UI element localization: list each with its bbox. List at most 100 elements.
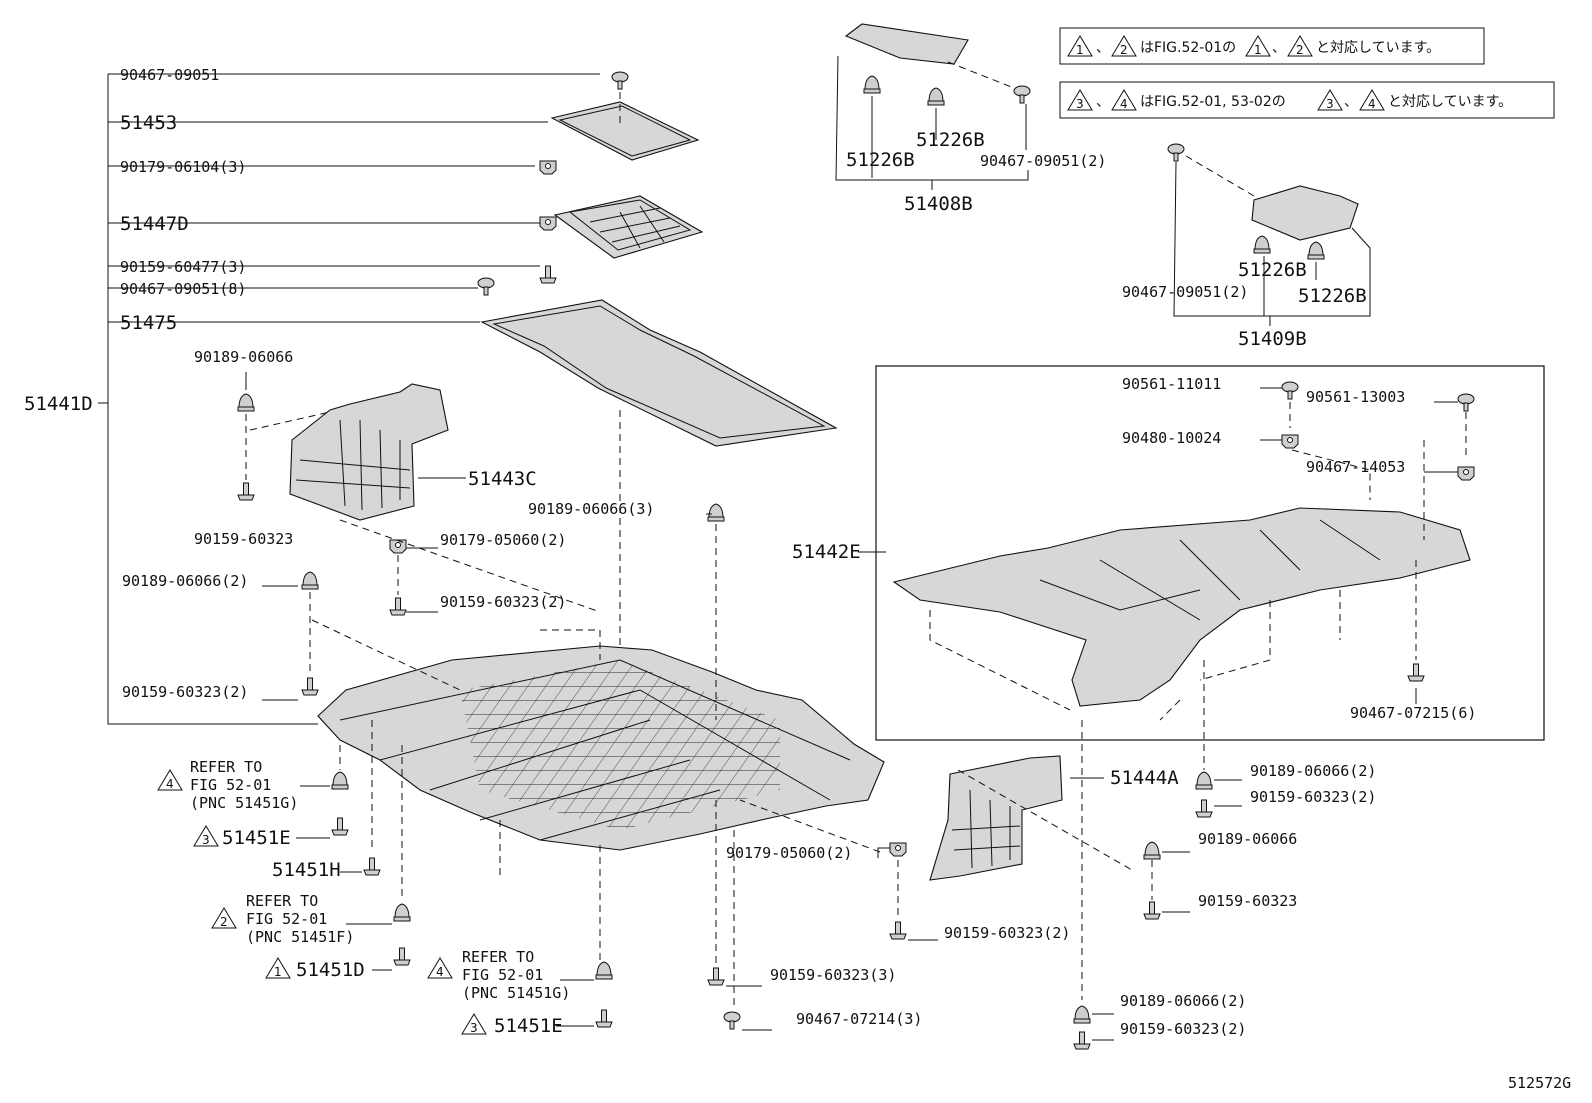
label-51226B-d: 51226B (1298, 285, 1367, 307)
label-51226B-a: 51226B (846, 149, 915, 171)
label-51444A: 51444A (1110, 767, 1179, 789)
label-90189-06066-2a: 90189-06066(2) (122, 572, 248, 590)
svg-text:3: 3 (1326, 97, 1334, 111)
label-refer2-3: (PNC 51451F) (246, 928, 354, 946)
label-refer4a-1: REFER TO (190, 758, 262, 776)
label-51226B-c: 51226B (1238, 259, 1307, 281)
label-51442E: 51442E (792, 541, 861, 563)
label-51451E-b: 51451E (494, 1015, 563, 1037)
label-51409B: 51409B (1238, 328, 1307, 350)
note-box-1: 1 、 2 はFIG.52-01の 1 、 2 と対応しています。 (1059, 27, 1485, 65)
label-90189-06066-2b: 90189-06066(2) (1250, 762, 1376, 780)
label-90189-06066-2c: 90189-06066(2) (1120, 992, 1246, 1010)
triangle-4-icon: 4 (427, 957, 453, 979)
part-labels: 90467-09051 51453 90179-06104(3) 51447D … (24, 66, 1476, 1038)
label-90179-05060-a: 90179-05060(2) (440, 531, 566, 549)
label-90189-06066-b: 90189-06066 (1198, 830, 1297, 848)
part-51443C-shield (237, 383, 601, 616)
svg-text:4: 4 (166, 777, 174, 791)
svg-text:と対応しています。: と対応しています。 (1388, 94, 1512, 110)
label-51408B: 51408B (904, 193, 973, 215)
label-90467-09051-2b: 90467-09051(2) (1122, 283, 1248, 301)
triangle-3-icon: 3 (193, 825, 219, 847)
label-51475: 51475 (120, 312, 177, 334)
label-90159-60323-2d: 90159-60323(2) (944, 924, 1070, 942)
triangle-2-icon: 2 (211, 907, 237, 929)
part-51409B-cover (1167, 143, 1371, 326)
triangle-1-icon: 1 (265, 957, 291, 979)
label-90467-07215: 90467-07215(6) (1350, 704, 1476, 722)
svg-text:1: 1 (1076, 43, 1084, 57)
label-90467-09051-2a: 90467-09051(2) (980, 152, 1106, 170)
label-51441D: 51441D (24, 393, 93, 415)
svg-text:1: 1 (1254, 43, 1262, 57)
label-90467-07214: 90467-07214(3) (796, 1010, 922, 1028)
right-bottom-fasteners (1073, 660, 1213, 1050)
label-refer4b-2: FIG 52-01 (462, 966, 543, 984)
svg-text:2: 2 (1120, 43, 1128, 57)
label-51447D: 51447D (120, 213, 189, 235)
label-90179-06104: 90179-06104(3) (120, 158, 246, 176)
svg-text:はFIG.52-01, 53-02の: はFIG.52-01, 53-02の (1140, 94, 1286, 110)
label-90159-60323-b: 90159-60323 (1198, 892, 1297, 910)
reference-triangles: 4 3 2 1 4 3 (157, 769, 487, 1035)
assembly-bracket-51441D (98, 73, 600, 725)
svg-text:3: 3 (470, 1021, 478, 1035)
label-90159-60323-2b: 90159-60323(2) (122, 683, 248, 701)
svg-text:4: 4 (1368, 97, 1376, 111)
label-51226B-b: 51226B (916, 129, 985, 151)
label-90179-05060-b: 90179-05060(2) (726, 844, 852, 862)
label-refer4b-1: REFER TO (462, 948, 534, 966)
svg-text:2: 2 (220, 915, 228, 929)
svg-text:、: 、 (1096, 94, 1110, 110)
label-90467-14053: 90467-14053 (1306, 458, 1405, 476)
label-90159-60323-2a: 90159-60323(2) (440, 593, 566, 611)
label-refer4b-3: (PNC 51451G) (462, 984, 570, 1002)
label-90159-60477: 90159-60477(3) (120, 258, 246, 276)
part-51453-plate (550, 71, 700, 161)
figure-code: 512572G (1508, 1074, 1571, 1092)
label-90467-09051-8: 90467-09051(8) (120, 280, 246, 298)
part-51444A-shield (739, 755, 1133, 940)
note-box-2: 3 、 4 はFIG.52-01, 53-02の 3 、 4 と対応しています。 (1059, 81, 1555, 119)
inset-box-51442E (875, 365, 1545, 741)
svg-text:、: 、 (1344, 94, 1358, 110)
label-90189-06066-a: 90189-06066 (194, 348, 293, 366)
part-51447D-bracket (539, 160, 704, 284)
triangle-4-icon: 4 (157, 769, 183, 791)
label-51451D: 51451D (296, 959, 365, 981)
svg-text:3: 3 (1076, 97, 1084, 111)
svg-text:、: 、 (1272, 40, 1286, 56)
svg-text:1: 1 (274, 965, 282, 979)
part-51408B-cover (835, 23, 1031, 190)
svg-text:2: 2 (1296, 43, 1304, 57)
label-51451H: 51451H (272, 859, 341, 881)
label-90159-60323-2c: 90159-60323(2) (1250, 788, 1376, 806)
svg-text:、: 、 (1096, 40, 1110, 56)
svg-text:と対応しています。: と対応しています。 (1316, 40, 1440, 56)
label-90159-60323-2e: 90159-60323(2) (1120, 1020, 1246, 1038)
label-90561-13003: 90561-13003 (1306, 388, 1405, 406)
label-refer4a-2: FIG 52-01 (190, 776, 271, 794)
part-main-undercover (301, 503, 885, 1030)
label-90189-06066-3: 90189-06066(3) (528, 500, 654, 518)
svg-text:4: 4 (436, 965, 444, 979)
svg-text:4: 4 (1120, 97, 1128, 111)
svg-text:3: 3 (202, 833, 210, 847)
label-51451E-a: 51451E (222, 827, 291, 849)
label-90159-60323-a: 90159-60323 (194, 530, 293, 548)
label-refer2-2: FIG 52-01 (246, 910, 327, 928)
label-90159-60323-3: 90159-60323(3) (770, 966, 896, 984)
label-90480-10024: 90480-10024 (1122, 429, 1221, 447)
triangle-3-icon: 3 (461, 1013, 487, 1035)
label-51453: 51453 (120, 112, 177, 134)
label-90561-11011: 90561-11011 (1122, 375, 1221, 393)
svg-text:はFIG.52-01の: はFIG.52-01の (1140, 40, 1236, 56)
label-51443C: 51443C (468, 468, 537, 490)
label-refer2-1: REFER TO (246, 892, 318, 910)
label-refer4a-3: (PNC 51451G) (190, 794, 298, 812)
label-90467-09051-top: 90467-09051 (120, 66, 219, 84)
leader-lines (245, 372, 1458, 1041)
